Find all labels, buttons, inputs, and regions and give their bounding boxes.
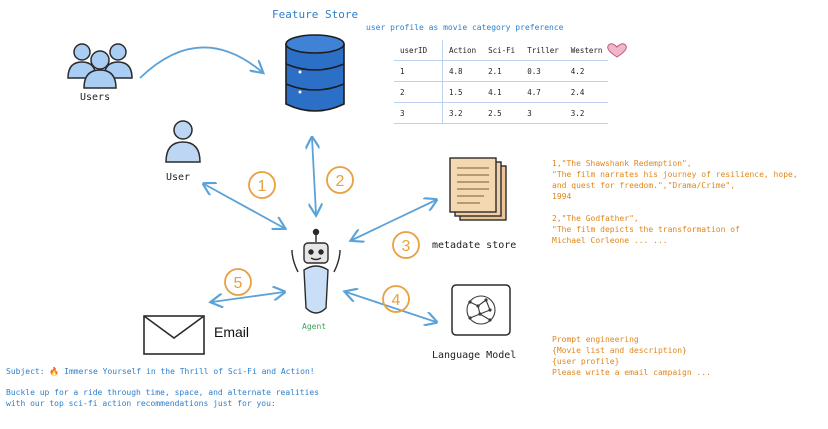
- column-header: Triller: [527, 45, 559, 55]
- language-model-label: Language Model: [432, 350, 517, 361]
- table-cell: 4.1: [488, 87, 502, 97]
- prompt-line: Please write a email campaign ...: [552, 368, 711, 377]
- language-model-icon: [451, 284, 511, 336]
- metadata-store-label: metadate store: [432, 240, 517, 251]
- metadata-line: 1,"The Shawshank Redemption",: [552, 159, 692, 168]
- table-cell: 4.7: [527, 87, 541, 97]
- table-cell: 1.5: [449, 87, 463, 97]
- table-cell: 4.2: [570, 66, 585, 76]
- arrow-agent-email: [212, 292, 284, 302]
- table-cell: 1: [394, 60, 443, 82]
- documents-icon: [449, 157, 507, 221]
- users-group-icon: [67, 43, 133, 89]
- feature-store-title: Feature Store: [272, 8, 359, 21]
- column-header: Sci-Fi: [488, 45, 516, 55]
- step-circles: [224, 166, 420, 313]
- metadata-line: "The film depicts the transformation of: [552, 225, 740, 234]
- user-label: User: [166, 172, 191, 183]
- table-cell: 0.3: [527, 66, 541, 76]
- metadata-text-block: 1,"The Shawshank Redemption", "The film …: [552, 158, 798, 246]
- prompt-text-block: Prompt engineering {Movie list and descr…: [552, 334, 711, 378]
- email-label: Email: [214, 324, 250, 340]
- table-cell: 2.5: [488, 108, 502, 118]
- agent-label: Agent: [302, 322, 327, 331]
- table-cell: 4.8: [449, 66, 463, 76]
- email-body-line: Buckle up for a ride through time, space…: [6, 388, 320, 397]
- connector-arrows: [204, 138, 436, 322]
- email-body-line: with our top sci-fi action recommendatio…: [6, 399, 276, 408]
- step-2-label: 2: [336, 173, 345, 190]
- metadata-line: and quest for freedom.","Drama/Crime",: [552, 181, 736, 190]
- table-cell: 3.2: [449, 108, 463, 118]
- step-1-label: 1: [258, 178, 267, 195]
- step-5-label: 5: [234, 275, 243, 292]
- prompt-line: {Movie list and description}: [552, 346, 687, 355]
- step-4-label: 4: [392, 292, 401, 309]
- metadata-line: "The film narrates his journey of resili…: [552, 170, 798, 179]
- table-cell: 3.2: [570, 108, 585, 118]
- arrow-language-model-agent: [346, 292, 436, 322]
- arrow-user-agent: [204, 184, 284, 228]
- table-cell: 2.4: [570, 87, 585, 97]
- arrow-store-agent: [312, 138, 316, 214]
- feature-store-table-wrap: userID Action Sci-Fi Triller Western 1 4…: [394, 40, 609, 124]
- envelope-icon: [143, 315, 205, 355]
- prompt-line: {user profile}: [552, 357, 620, 366]
- table-row: 1 4.8 2.1 0.3 4.2: [394, 60, 609, 82]
- table-row: 2 1.5 4.1 4.7 2.4: [394, 81, 609, 103]
- column-header: Action: [449, 45, 477, 55]
- table-header-row: userID Action Sci-Fi Triller Western: [394, 40, 609, 61]
- table-cell: 3: [527, 108, 532, 118]
- column-header: Western: [570, 45, 603, 55]
- metadata-line: 2,"The Godfather",: [552, 214, 639, 223]
- prompt-line: Prompt engineering: [552, 335, 639, 344]
- agent-robot-icon: [291, 228, 341, 314]
- column-header: userID: [394, 40, 443, 61]
- table-caption: user profile as movie category preferenc…: [366, 23, 564, 32]
- step-3-label: 3: [402, 238, 411, 255]
- users-label: Users: [80, 92, 111, 103]
- metadata-line: Michael Corleone ... ...: [552, 236, 668, 245]
- database-icon: [285, 34, 345, 112]
- metadata-line: 1994: [552, 192, 572, 201]
- table-cell: 2.1: [488, 66, 502, 76]
- email-subject: Subject: 🔥 Immerse Yourself in the Thril…: [6, 367, 315, 376]
- table-cell: 2: [394, 81, 443, 103]
- metadata-line: [552, 202, 798, 213]
- table-cell: 3: [394, 102, 443, 124]
- user-icon: [165, 120, 201, 163]
- feature-store-table: userID Action Sci-Fi Triller Western 1 4…: [394, 40, 609, 124]
- users-to-store-arrow: [139, 46, 262, 79]
- arrow-metadata-agent: [352, 200, 436, 240]
- table-row: 3 3.2 2.5 3 3.2: [394, 102, 609, 124]
- email-text-block: Subject: 🔥 Immerse Yourself in the Thril…: [6, 366, 319, 409]
- heart-icon: [607, 43, 627, 58]
